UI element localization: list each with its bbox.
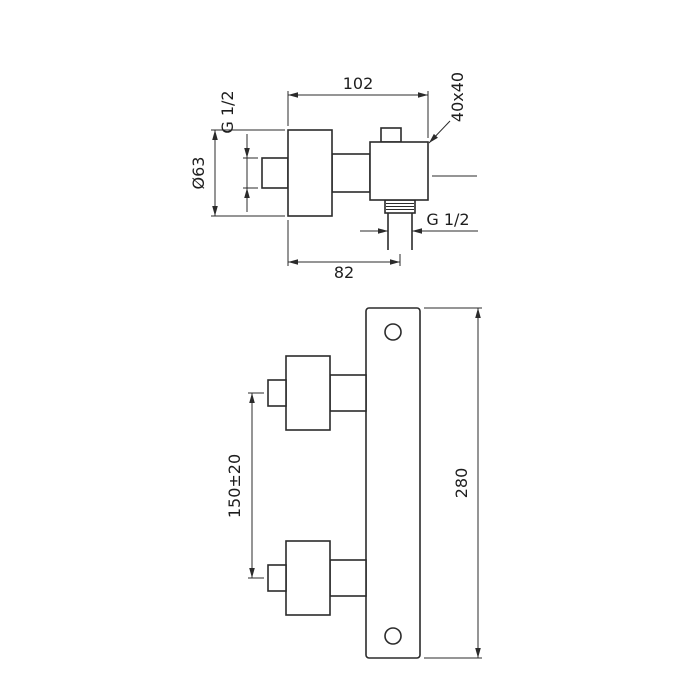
dim-label-102: 102	[343, 74, 374, 93]
dim-inlet-thread: G 1/2	[218, 90, 258, 212]
dim-depth-102: 102	[287, 74, 429, 138]
dim-label-d63: Ø63	[189, 157, 208, 190]
dim-label-40x40: 40x40	[448, 72, 467, 122]
bottom-inlet-body	[285, 540, 331, 616]
dim-label-150: 150±20	[225, 454, 244, 518]
top-inlet-body	[285, 355, 331, 431]
handle-block	[369, 141, 429, 201]
top-knob	[380, 127, 402, 143]
front-view	[267, 307, 421, 659]
dim-outlet-thread: G 1/2	[360, 210, 478, 234]
leader-line	[428, 120, 451, 144]
top-inlet-nut	[267, 379, 287, 407]
wall-bar	[365, 307, 421, 659]
valve-shaft	[331, 153, 371, 193]
dim-height-280: 280	[424, 307, 482, 659]
dim-label-82: 82	[334, 263, 354, 282]
top-inlet-connector	[329, 374, 367, 412]
dim-label-g12-inlet: G 1/2	[218, 90, 237, 133]
dim-outlet-82: 82	[287, 220, 401, 282]
dim-label-g12-outlet: G 1/2	[426, 210, 469, 229]
dim-label-280: 280	[452, 468, 471, 499]
bottom-inlet-nut	[267, 564, 287, 592]
side-view	[261, 127, 429, 250]
label-handle-40x40: 40x40	[428, 72, 477, 177]
dim-escutcheon-63: Ø63	[189, 129, 285, 217]
bottom-inlet-connector	[329, 559, 367, 597]
screw-hole-bottom	[384, 627, 402, 645]
escutcheon-body	[287, 129, 333, 217]
screw-hole-top	[384, 323, 402, 341]
inlet-nipple	[261, 157, 289, 189]
dim-spacing-150: 150±20	[225, 392, 264, 579]
